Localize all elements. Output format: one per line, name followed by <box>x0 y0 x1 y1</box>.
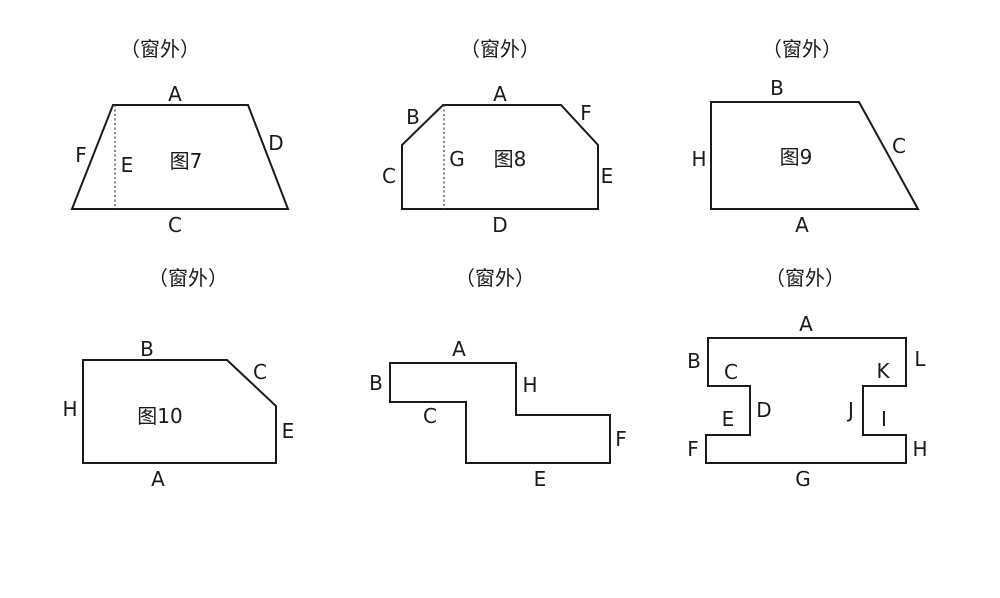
panel-title: （窗外） <box>455 266 535 290</box>
chamfered-rect-shape <box>401 104 599 210</box>
edge-label-g: G <box>795 467 811 491</box>
edge-label-c: C <box>382 164 396 188</box>
edge-label-f: F <box>580 101 592 125</box>
edge-label-a: A <box>452 337 466 361</box>
edge-label-c: C <box>168 213 182 237</box>
edge-label-f: F <box>615 427 627 451</box>
right-trapezoid-shape <box>710 101 920 210</box>
panel-z-shape: （窗外） A B C H F E <box>369 266 627 491</box>
panel-fig8: （窗外） A B C D E F G 图8 <box>382 37 613 237</box>
edge-label-c: C <box>892 134 906 158</box>
edge-label-c: C <box>423 404 437 428</box>
edge-label-a: A <box>795 213 809 237</box>
edge-label-e: E <box>601 164 614 188</box>
edge-label-b: B <box>406 105 420 129</box>
figure-label: 图9 <box>780 145 813 169</box>
edge-label-e: E <box>722 407 735 431</box>
chamfered-corner-shape <box>82 359 277 464</box>
edge-label-h: H <box>912 437 927 461</box>
edge-label-b: B <box>140 337 154 361</box>
panel-title: （窗外） <box>120 37 200 61</box>
panel-title: （窗外） <box>762 37 842 61</box>
edge-label-h: H <box>522 373 537 397</box>
panel-title: （窗外） <box>460 37 540 61</box>
edge-label-i: I <box>881 407 887 431</box>
edge-label-b: B <box>687 349 701 373</box>
trapezoid-shape <box>70 104 290 210</box>
z-shape <box>389 362 611 464</box>
edge-label-e: E <box>121 153 134 177</box>
edge-label-e: E <box>282 419 295 443</box>
edge-label-c: C <box>253 360 267 384</box>
panel-fig7: （窗外） A C D E F 图7 <box>70 37 290 237</box>
panel-notched-shape: （窗外） A B C D E F G H I J K L <box>687 266 927 491</box>
notched-shape <box>705 337 907 464</box>
edge-label-h: H <box>691 147 706 171</box>
edge-label-k: K <box>876 359 890 383</box>
edge-label-l: L <box>914 347 926 371</box>
panel-title: （窗外） <box>148 266 228 290</box>
panel-fig9: （窗外） B C A H 图9 <box>691 37 920 237</box>
edge-label-b: B <box>369 371 383 395</box>
edge-label-h: H <box>62 397 77 421</box>
panel-title: （窗外） <box>765 266 845 290</box>
edge-label-d: D <box>268 131 283 155</box>
edge-label-d: D <box>492 213 507 237</box>
edge-label-j: J <box>846 398 854 422</box>
edge-label-a: A <box>799 312 813 336</box>
edge-label-f: F <box>75 143 87 167</box>
edge-label-d: D <box>756 398 771 422</box>
edge-label-a: A <box>151 467 165 491</box>
edge-label-b: B <box>770 76 784 100</box>
figure-label: 图8 <box>494 147 527 171</box>
panel-fig10: （窗外） B C E A H 图10 <box>62 266 294 491</box>
edge-label-c: C <box>724 360 738 384</box>
edge-label-g: G <box>449 147 465 171</box>
edge-label-e: E <box>534 467 547 491</box>
figure-label: 图7 <box>170 149 203 173</box>
edge-label-a: A <box>493 82 507 106</box>
edge-label-a: A <box>168 82 182 106</box>
edge-label-f: F <box>687 437 699 461</box>
figure-label: 图10 <box>137 404 182 428</box>
